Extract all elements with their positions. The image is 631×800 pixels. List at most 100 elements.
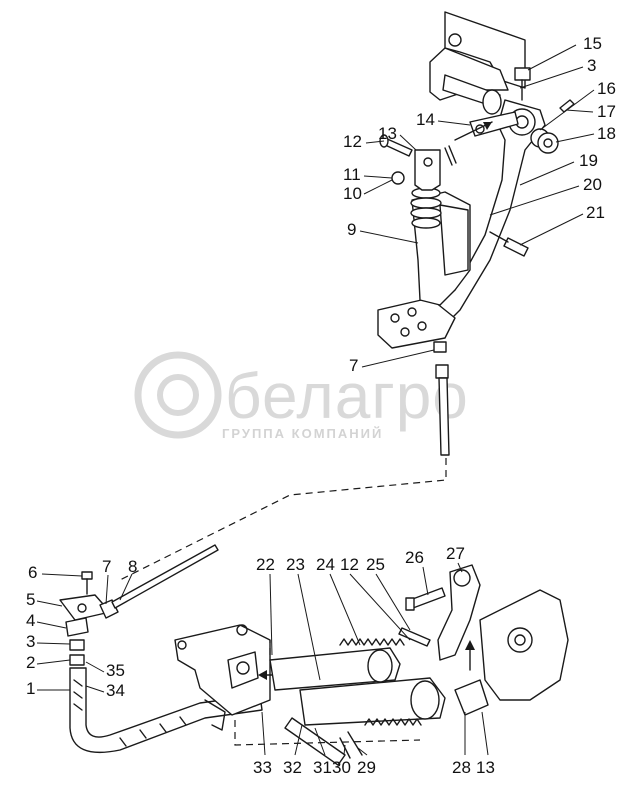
bolt-26-head bbox=[405, 597, 415, 611]
callout-28: 28 bbox=[452, 758, 471, 777]
assembly-arrow-head bbox=[483, 122, 492, 130]
slave-cylinder-lower bbox=[299, 677, 446, 726]
flat-washer-bore bbox=[543, 138, 553, 148]
cotter-pin bbox=[559, 99, 575, 113]
release-fork bbox=[454, 679, 489, 716]
pad-hole-1 bbox=[390, 313, 400, 323]
callout-12-lower: 12 bbox=[340, 555, 359, 574]
pushrod-arm-hole bbox=[475, 124, 485, 134]
connection-line bbox=[119, 458, 447, 581]
pivot-block bbox=[227, 651, 259, 689]
release-lever-hub bbox=[453, 569, 471, 587]
release-lever bbox=[437, 564, 481, 661]
callout-27: 27 bbox=[446, 544, 465, 563]
callout-15: 15 bbox=[583, 34, 602, 53]
callout-8: 8 bbox=[128, 557, 137, 576]
callout-32: 32 bbox=[283, 758, 302, 777]
lower-arrow-head bbox=[465, 640, 475, 650]
hose-braid bbox=[73, 679, 187, 747]
clutch-housing-bore bbox=[514, 634, 526, 646]
callout-24: 24 bbox=[316, 555, 335, 574]
callout-7-upper: 7 bbox=[349, 356, 358, 375]
split-pin bbox=[444, 145, 457, 166]
clevis bbox=[414, 149, 441, 191]
washer-3 bbox=[69, 639, 85, 651]
lower-left-assembly bbox=[59, 544, 263, 754]
upper-pedal-assembly bbox=[377, 11, 575, 456]
slave-cylinder-lower-cap bbox=[410, 680, 440, 720]
top-bolt bbox=[514, 67, 531, 81]
bracket-bolt bbox=[448, 33, 462, 47]
pad-hole-3 bbox=[400, 327, 410, 337]
callout-1: 1 bbox=[26, 679, 35, 698]
hydraulic-line-upper bbox=[438, 377, 450, 456]
callout-22: 22 bbox=[256, 555, 275, 574]
callout-13-lower: 13 bbox=[476, 758, 495, 777]
callout-34: 34 bbox=[106, 681, 125, 700]
watermark: белагро ГРУППА КОМПАНИЙ bbox=[134, 351, 469, 441]
return-spring bbox=[339, 638, 405, 646]
callout-30: 30 bbox=[332, 758, 351, 777]
callout-2: 2 bbox=[26, 653, 35, 672]
callout-19: 19 bbox=[579, 151, 598, 170]
callout-3-lower: 3 bbox=[26, 632, 35, 651]
flat-washer bbox=[537, 132, 559, 154]
callout-26: 26 bbox=[405, 548, 424, 567]
guide-line-lower bbox=[234, 720, 421, 746]
callout-10: 10 bbox=[343, 184, 362, 203]
callout-11: 11 bbox=[343, 165, 361, 184]
callout-17: 17 bbox=[597, 102, 616, 121]
hydraulic-line-lower bbox=[111, 544, 219, 609]
leader-lines bbox=[36, 44, 595, 756]
slave-cylinder-upper-cap bbox=[367, 649, 393, 683]
clutch-housing-boss bbox=[507, 627, 533, 653]
watermark-logo-core bbox=[157, 374, 199, 416]
hose-nut bbox=[435, 364, 449, 379]
callout-25: 25 bbox=[366, 555, 385, 574]
bolt-6-head bbox=[81, 571, 93, 580]
watermark-subtitle: ГРУППА КОМПАНИЙ bbox=[222, 426, 383, 441]
callout-6: 6 bbox=[28, 563, 37, 582]
watermark-logo-ring bbox=[134, 351, 222, 439]
callout-12-upper: 12 bbox=[343, 132, 362, 151]
callout-23: 23 bbox=[286, 555, 305, 574]
pad-hole-4 bbox=[417, 321, 427, 331]
slave-bracket bbox=[174, 624, 271, 716]
hose-nut-4 bbox=[65, 617, 89, 637]
callouts-lower: 6 7 8 5 4 3 2 35 1 34 22 23 24 12 25 26 … bbox=[26, 544, 495, 777]
callout-20: 20 bbox=[583, 175, 602, 194]
lower-bolt bbox=[503, 237, 529, 257]
callout-21: 21 bbox=[586, 203, 605, 222]
callout-16: 16 bbox=[597, 79, 616, 98]
callout-13-upper: 13 bbox=[378, 124, 397, 143]
callout-35: 35 bbox=[106, 661, 125, 680]
rubber-boot bbox=[410, 187, 442, 229]
callout-31: 31 bbox=[313, 758, 332, 777]
master-cylinder-flange bbox=[439, 204, 469, 276]
cylinder-pin bbox=[284, 717, 346, 766]
callouts-upper: 15 3 16 17 18 19 20 21 14 13 12 11 10 9 … bbox=[343, 34, 616, 375]
left-arrow-head bbox=[258, 670, 267, 680]
clutch-housing bbox=[479, 589, 569, 701]
callout-9: 9 bbox=[347, 220, 356, 239]
slave-cylinder-upper bbox=[269, 647, 401, 691]
pivot-block-bore bbox=[236, 661, 250, 675]
callout-14: 14 bbox=[416, 110, 435, 129]
callout-18: 18 bbox=[597, 124, 616, 143]
slave-bracket-stud-2 bbox=[177, 640, 187, 650]
nut-2 bbox=[69, 654, 85, 666]
callout-33: 33 bbox=[253, 758, 272, 777]
hose-clip bbox=[204, 699, 226, 731]
callout-29: 29 bbox=[357, 758, 376, 777]
slave-bracket-stud bbox=[236, 624, 248, 636]
watermark-brand: белагро bbox=[225, 360, 469, 432]
hose-bracket-hole bbox=[77, 603, 87, 613]
hose-fitting bbox=[433, 341, 447, 353]
pivot-bushing bbox=[482, 89, 502, 115]
pin-25 bbox=[398, 627, 431, 647]
lower-right-assembly bbox=[174, 564, 569, 766]
pad-hole-2 bbox=[407, 307, 417, 317]
lower-spring bbox=[364, 718, 422, 726]
adjust-nut bbox=[391, 171, 405, 185]
